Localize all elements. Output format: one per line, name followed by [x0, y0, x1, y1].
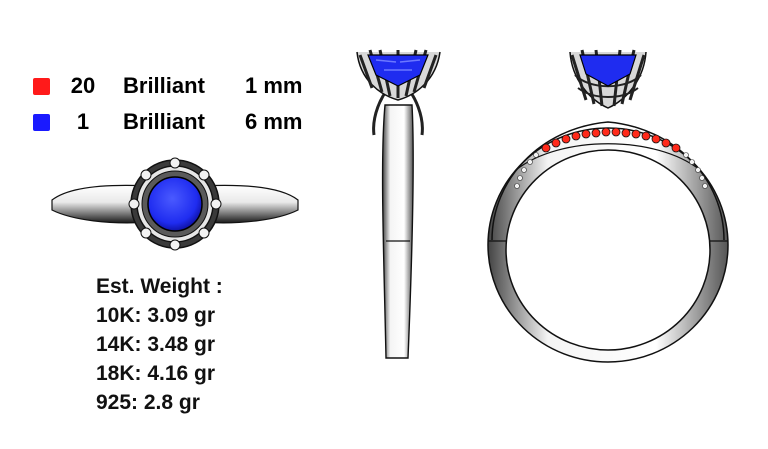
weight-14k: 14K: 3.48 gr	[96, 333, 216, 356]
weight-estimates: Est. Weight : 10K: 3.09 gr 14K: 3.48 gr …	[96, 272, 223, 417]
blue-stone-swatch-icon	[33, 114, 50, 131]
front-view-side-stones	[541, 127, 681, 153]
stone-count: 1	[76, 109, 90, 134]
stone-count: 20	[70, 73, 96, 98]
side-view-ring	[356, 49, 441, 359]
stone-size: 1 mm	[245, 73, 303, 98]
weight-10k: 10K: 3.09 gr	[96, 304, 216, 327]
top-view-ring	[51, 157, 299, 251]
side-view-setting	[356, 49, 441, 101]
red-stone-swatch-icon	[33, 78, 50, 95]
front-view-setting	[569, 49, 647, 109]
weight-18k: 18K: 4.16 gr	[96, 362, 216, 385]
center-stone-front	[579, 54, 637, 87]
legend-row-center-stone: 1 Brilliant 6 mm	[33, 108, 333, 144]
stone-size: 6 mm	[245, 109, 303, 134]
top-view-setting	[128, 157, 222, 251]
front-view-ring	[487, 49, 729, 363]
stone-legend: 20 Brilliant 1 mm 1 Brilliant 6 mm	[33, 72, 333, 144]
weight-heading: Est. Weight :	[96, 275, 223, 298]
center-stone-top	[147, 176, 203, 232]
legend-row-side-stones: 20 Brilliant 1 mm	[33, 72, 333, 108]
weight-925: 925: 2.8 gr	[96, 391, 200, 414]
stone-cut: Brilliant	[123, 109, 205, 134]
stone-cut: Brilliant	[123, 73, 205, 98]
